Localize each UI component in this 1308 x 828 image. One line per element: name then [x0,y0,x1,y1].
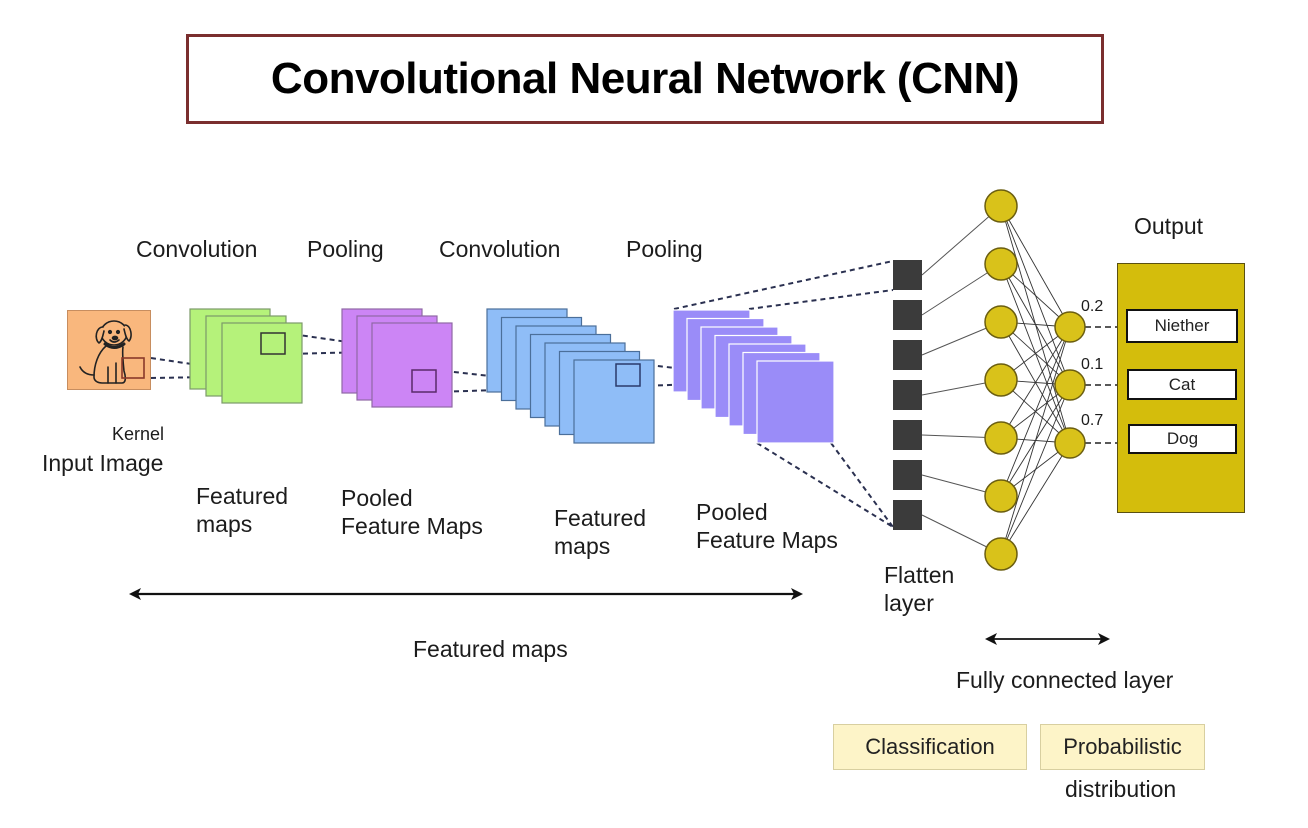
probabilistic-tag: Probabilistic [1040,724,1205,770]
span-arrows [129,588,1110,645]
output-neuron [1054,311,1086,343]
arrowhead-left-icon [985,633,997,645]
flatten-unit [893,420,922,450]
fully-connected-label: Fully connected layer [956,667,1174,693]
fully-connected-span-arrow [985,633,1110,645]
pool2-feature-maps-map [756,360,835,444]
diagram-title: Convolutional Neural Network (CNN) [270,54,1020,103]
output-neuron [1054,369,1086,401]
projection-dash-line [756,442,894,528]
kernel-window-pool1 [411,369,437,393]
kernel-window-conv1 [260,332,286,355]
output-class-niether: Niether [1126,309,1238,343]
header-output: Output [1134,213,1204,239]
hidden-to-output-link [1000,384,1071,555]
pooled-maps-2-label-line2: Feature Maps [696,527,838,553]
probabilistic-label-line1: Probabilistic [1063,734,1182,759]
classification-label: Classification [865,734,995,759]
conv1-feature-maps [189,308,303,404]
featured-maps-span-label: Featured maps [413,636,568,662]
flatten-unit [893,260,922,290]
flatten-label-line1: Flatten [884,562,955,588]
flatten-to-hidden-link [921,205,1002,276]
input-image [67,310,151,390]
header-pooling-2: Pooling [626,236,703,262]
flatten-unit [893,340,922,370]
header-convolution-2: Convolution [439,236,561,262]
pooled-maps-1-label-line1: Pooled [341,485,413,511]
flatten-unit [893,300,922,330]
conv2-feature-maps-map [573,359,655,444]
hidden-neuron [984,537,1018,571]
pooled-maps-1-label-line2: Feature Maps [341,513,483,539]
featured-maps-1-label-line2: maps [196,511,253,537]
conv1-feature-maps-map [221,322,303,404]
flatten-unit [893,500,922,530]
input-image-label: Input Image [42,450,164,476]
fc-connections [921,205,1117,555]
pool2-feature-maps [672,309,835,444]
featured-maps-2-label-line1: Featured [554,505,647,531]
title-box: Convolutional Neural Network (CNN) [186,34,1104,124]
output-neuron [1054,427,1086,459]
header-convolution-1: Convolution [136,236,258,262]
featured-maps-span-arrow [129,588,803,600]
projection-dash-line [748,289,894,310]
pool1-feature-maps [341,308,453,408]
hidden-to-output-link [1000,326,1071,439]
probability-cat: 0.1 [1081,356,1104,373]
hidden-to-output-link [1000,326,1071,497]
probability-niether: 0.2 [1081,298,1104,315]
pool1-feature-maps-map [371,322,453,408]
kernel-box [121,357,145,379]
header-pooling-1: Pooling [307,236,384,262]
hidden-neuron [984,479,1018,513]
conv2-feature-maps [486,308,655,444]
flatten-unit [893,460,922,490]
output-class-cat: Cat [1127,369,1237,400]
hidden-neuron [984,363,1018,397]
hidden-neuron [984,189,1018,223]
arrowhead-left-icon [129,588,141,600]
hidden-neuron [984,247,1018,281]
hidden-to-output-link [1000,205,1071,328]
featured-maps-2-label-line2: maps [554,533,611,559]
kernel-window-conv2 [615,363,641,387]
flatten-label-line2: layer [884,590,934,616]
probabilistic-label-line2: distribution [1065,776,1177,802]
dog-illustration-icon [79,320,145,384]
featured-maps-1-label-line1: Featured [196,483,289,509]
flatten-unit [893,380,922,410]
pooled-maps-2-label-line1: Pooled [696,499,768,525]
feature-map-stacks [189,308,835,444]
arrowhead-right-icon [791,588,803,600]
flatten-layer [893,260,922,530]
output-class-dog: Dog [1128,424,1237,454]
hidden-neuron [984,305,1018,339]
hidden-neuron [984,421,1018,455]
projection-dash-line [673,260,894,310]
hidden-to-output-link [1000,442,1071,555]
kernel-label: Kernel [112,424,165,444]
neurons [984,189,1086,571]
projection-dash-line [284,350,411,355]
arrowhead-right-icon [1098,633,1110,645]
hidden-to-output-link [1000,326,1071,555]
probability-dog: 0.7 [1081,412,1104,429]
classification-tag: Classification [833,724,1027,770]
projection-dash-line [830,442,894,528]
